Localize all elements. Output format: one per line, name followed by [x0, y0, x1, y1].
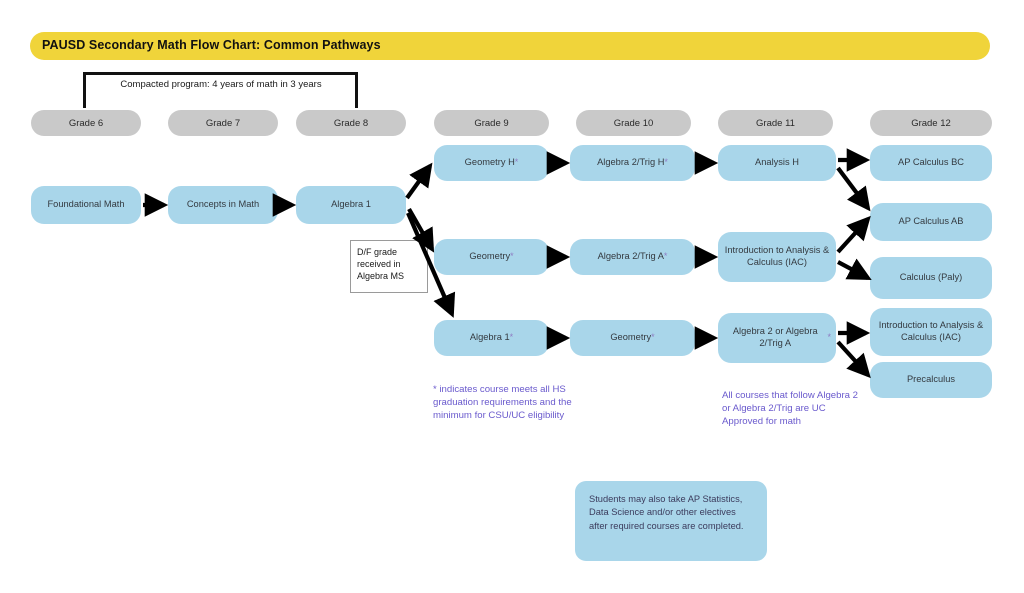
course-node-label: Introduction to Analysis & Calculus (IAC… [724, 245, 830, 267]
grade-header-grade-7: Grade 7 [168, 110, 278, 136]
course-node-geometry[interactable]: Geometry * [434, 239, 549, 275]
course-node-label: Algebra 2 or Algebra 2/Trig A [732, 326, 818, 348]
course-node-label: Algebra 1 [331, 199, 371, 210]
graduation-requirement-star: * [510, 251, 514, 262]
course-node-label: Foundational Math [47, 199, 125, 210]
course-node-label: Geometry [469, 251, 511, 262]
course-node-label: AP Calculus BC [898, 157, 964, 168]
course-node-label: Algebra 2/Trig H [597, 157, 665, 168]
grade-header-grade-10: Grade 10 [576, 110, 691, 136]
asterisk-note: * indicates course meets all HS graduati… [433, 384, 572, 422]
course-node-algebra-1-ms[interactable]: Algebra 1 [296, 186, 406, 224]
page-title: PAUSD Secondary Math Flow Chart: Common … [42, 38, 381, 52]
graduation-requirement-star: * [509, 332, 514, 343]
course-node-algebra2-trig-h[interactable]: Algebra 2/Trig H * [570, 145, 695, 181]
compacted-program-label: Compacted program: 4 years of math in 3 … [120, 79, 322, 90]
grade-header-grade-9: Grade 9 [434, 110, 549, 136]
grade-header-grade-8: Grade 8 [296, 110, 406, 136]
course-node-label: Calculus (Paly) [899, 272, 963, 283]
uc-approved-note: All courses that follow Algebra 2 or Alg… [722, 390, 858, 428]
course-node-algebra2-trig-a[interactable]: Algebra 2/Trig A * [570, 239, 695, 275]
course-node-geometry-hs[interactable]: Geometry * [570, 320, 695, 356]
course-node-calculus-paly[interactable]: Calculus (Paly) [870, 257, 992, 299]
course-node-analysis-h[interactable]: Analysis H [718, 145, 836, 181]
course-node-label: Introduction to Analysis & Calculus (IAC… [878, 320, 984, 342]
course-node-iac-grade12[interactable]: Introduction to Analysis & Calculus (IAC… [870, 308, 992, 356]
electives-infobox: Students may also take AP Statistics, Da… [575, 481, 767, 561]
graduation-requirement-star: * [651, 332, 655, 343]
course-node-iac-grade11[interactable]: Introduction to Analysis & Calculus (IAC… [718, 232, 836, 282]
course-node-label: Precalculus [906, 374, 956, 385]
grade-header-grade-12: Grade 12 [870, 110, 992, 136]
course-node-ap-calculus-ab[interactable]: AP Calculus AB [870, 203, 992, 241]
compacted-program-bracket [83, 72, 358, 108]
course-node-algebra2-or-trig-a[interactable]: Algebra 2 or Algebra 2/Trig A * [718, 313, 836, 363]
graduation-requirement-star: * [663, 251, 668, 262]
course-node-label: Geometry H [464, 157, 515, 168]
grade-header-grade-6: Grade 6 [31, 110, 141, 136]
course-node-algebra-1-hs[interactable]: Algebra 1 * [434, 320, 549, 356]
course-node-label: AP Calculus AB [898, 216, 964, 227]
df-grade-callout: D/F grade received in Algebra MS [350, 240, 428, 293]
course-node-geometry-h[interactable]: Geometry H * [434, 145, 549, 181]
course-node-ap-calculus-bc[interactable]: AP Calculus BC [870, 145, 992, 181]
graduation-requirement-star: * [827, 332, 831, 343]
course-node-label: Algebra 2/Trig A [597, 251, 664, 262]
course-node-label: Concepts in Math [186, 199, 260, 210]
course-node-precalculus[interactable]: Precalculus [870, 362, 992, 398]
course-node-label: Analysis H [755, 157, 799, 168]
grade-header-grade-11: Grade 11 [718, 110, 833, 136]
graduation-requirement-star: * [514, 157, 519, 168]
graduation-requirement-star: * [664, 157, 668, 168]
course-node-concepts-in-math[interactable]: Concepts in Math [168, 186, 278, 224]
course-node-label: Geometry [610, 332, 652, 343]
title-banner [30, 32, 990, 60]
course-node-foundational-math[interactable]: Foundational Math [31, 186, 141, 224]
course-node-label: Algebra 1 [469, 332, 510, 343]
